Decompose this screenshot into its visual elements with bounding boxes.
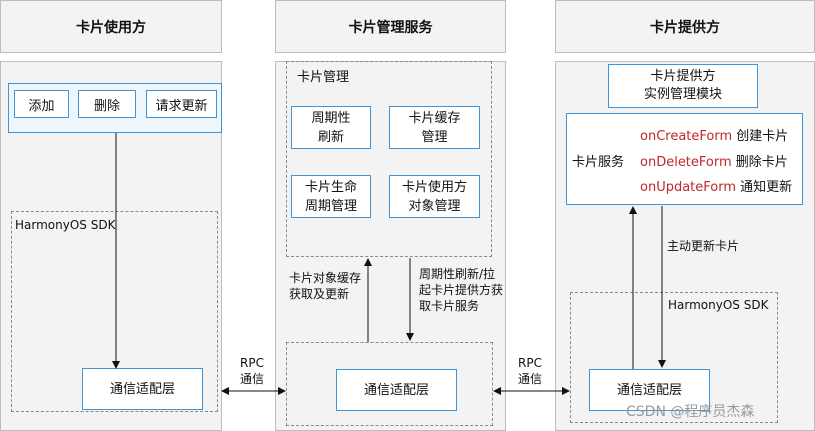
card-management-box (286, 61, 492, 257)
rpc-label-left: RPC 通信 (240, 356, 265, 386)
card-cache-management-label: 卡片缓存 管理 (408, 110, 461, 145)
cache-fetch-update-label: 卡片对象缓存 获取及更新 (289, 271, 362, 301)
card-cache-management-box: 卡片缓存 管理 (389, 106, 480, 149)
header-card-user-text: 卡片使用方 (76, 19, 146, 36)
header-card-management-service: 卡片管理服务 (275, 0, 506, 53)
method-on-update-form-name: onUpdateForm (640, 180, 737, 195)
method-on-create-form-desc: 创建卡片 (736, 129, 789, 144)
card-service-label: 卡片服务 (572, 155, 625, 170)
provider-instance-module: 卡片提供方 实例管理模块 (608, 64, 758, 108)
delete-button[interactable]: 删除 (78, 90, 136, 118)
delete-button-label: 删除 (93, 98, 120, 114)
periodic-refresh-box: 周期性 刷新 (291, 106, 371, 149)
right-harmonyos-sdk-box (570, 292, 778, 423)
left-comm-adapter-label: 通信适配层 (109, 381, 175, 397)
method-on-delete-form-name: onDeleteForm (640, 155, 732, 170)
add-button[interactable]: 添加 (14, 90, 69, 118)
card-lifecycle-management-label: 卡片生命 周期管理 (304, 179, 357, 214)
method-on-create-form-name: onCreateForm (640, 129, 733, 144)
method-on-update-form: onUpdateForm 通知更新 (640, 176, 792, 195)
right-sdk-label: HarmonyOS SDK (668, 298, 769, 312)
card-lifecycle-management-box: 卡片生命 周期管理 (291, 175, 371, 218)
header-card-user: 卡片使用方 (0, 0, 222, 53)
header-card-management-service-text: 卡片管理服务 (348, 19, 433, 36)
add-button-label: 添加 (28, 98, 55, 114)
request-update-button[interactable]: 请求更新 (146, 90, 217, 118)
middle-comm-adapter-label: 通信适配层 (363, 382, 429, 398)
method-on-delete-form-desc: 删除卡片 (735, 155, 788, 170)
method-on-delete-form: onDeleteForm 删除卡片 (640, 151, 788, 170)
rpc-label-right: RPC 通信 (518, 356, 543, 386)
middle-adapter-dashed-box (286, 342, 493, 426)
method-on-update-form-desc: 通知更新 (740, 180, 793, 195)
provider-instance-module-label: 卡片提供方 实例管理模块 (643, 69, 722, 102)
card-management-label: 卡片管理 (297, 70, 350, 85)
card-user-object-management-label: 卡片使用方 对象管理 (401, 179, 467, 214)
request-update-button-label: 请求更新 (155, 98, 208, 114)
header-card-provider-text: 卡片提供方 (650, 19, 720, 36)
watermark: CSDN @程序员杰森 (626, 404, 755, 420)
left-harmonyos-sdk-box (11, 211, 218, 412)
active-update-card-label: 主动更新卡片 (667, 239, 740, 253)
middle-comm-adapter-layer: 通信适配层 (336, 369, 457, 411)
periodic-refresh-label: 周期性 刷新 (311, 110, 351, 145)
right-comm-adapter-label: 通信适配层 (616, 382, 682, 398)
method-on-create-form: onCreateForm 创建卡片 (640, 125, 788, 144)
left-sdk-label: HarmonyOS SDK (15, 218, 116, 232)
header-card-provider: 卡片提供方 (555, 0, 815, 53)
right-comm-adapter-layer: 通信适配层 (589, 369, 710, 411)
periodic-refresh-pull-label: 周期性刷新/拉 起卡片提供方获 取卡片服务 (419, 267, 504, 313)
card-user-object-management-box: 卡片使用方 对象管理 (389, 175, 480, 218)
left-comm-adapter-layer: 通信适配层 (82, 368, 203, 410)
card-service-box (566, 113, 803, 205)
